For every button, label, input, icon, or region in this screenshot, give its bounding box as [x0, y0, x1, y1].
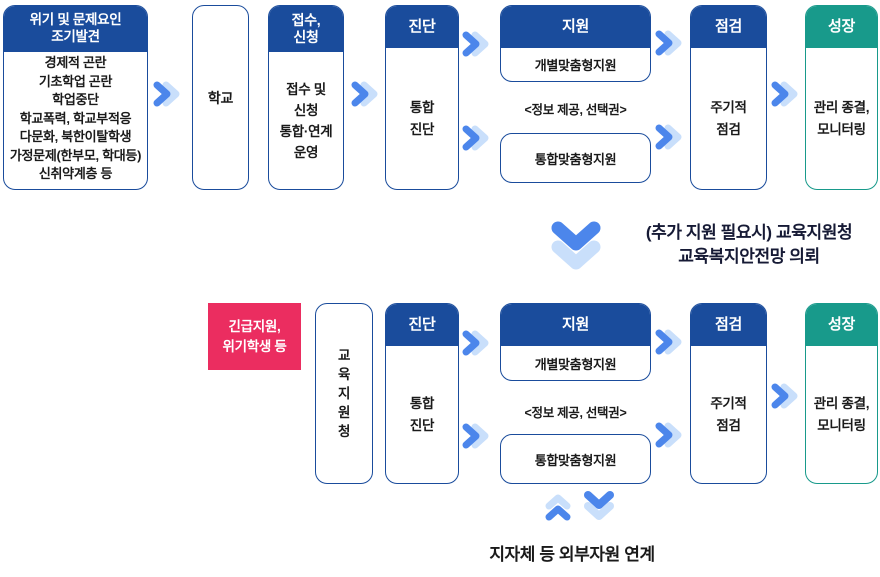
chevron-right-icon — [462, 330, 489, 356]
chevron-right-icon — [771, 383, 798, 409]
education-office-label-text: 교육지원청 — [337, 348, 351, 439]
emergency-label-box: 긴급지원, 위기학생 등 — [208, 303, 301, 370]
stage-early-detection-items: 경제적 곤란 기초학업 곤란 학업중단 학교폭력, 학교부적응 다문화, 북한이… — [9, 55, 142, 182]
chevron-right-icon — [462, 125, 489, 151]
external-resources-note: 지자체 등 외부자원 연계 (시청,행정복지센터, 복지관, 가족센터, 정신건… — [262, 519, 880, 577]
stage-reception-body: 접수 및 신청 통합·연계 운영 — [279, 81, 333, 160]
stage-support-bottom-header: 지원 — [501, 304, 650, 346]
chevron-right-icon — [655, 422, 682, 448]
stage-diagnosis-top-header: 진단 — [386, 6, 458, 48]
stage-check-top: 점검 주기적 점검 — [690, 5, 767, 190]
stage-check-top-body: 주기적 점검 — [710, 99, 747, 137]
stage-school: 학교 — [192, 5, 249, 190]
support-integrated-top: 통합맞춤형지원 — [534, 151, 617, 167]
education-office-label: 교육지원청 — [316, 304, 372, 483]
stage-early-detection-header: 위기 및 문제요인 조기발견 — [4, 6, 147, 52]
stage-growth-bottom: 성장 관리 종결, 모니터링 — [805, 303, 878, 484]
chevron-right-icon — [655, 329, 682, 355]
stage-education-office: 교육지원청 — [315, 303, 373, 484]
support-individual-top: 개별맞춤형지원 — [534, 58, 617, 73]
chevron-right-icon — [462, 31, 489, 57]
referral-note: (추가 지원 필요시) 교육지원청 교육복지안전망 의뢰 — [645, 223, 853, 266]
stage-diagnosis-bottom-body: 통합 진단 — [409, 395, 435, 433]
support-individual-bottom: 개별맞춤형지원 — [534, 356, 617, 372]
stage-growth-top: 성장 관리 종결, 모니터링 — [805, 5, 878, 190]
external-resources-line1: 지자체 등 외부자원 연계 — [489, 545, 655, 564]
stage-growth-bottom-body: 관리 종결, 모니터링 — [813, 395, 870, 433]
stage-diagnosis-top: 진단 통합 진단 — [385, 5, 459, 190]
support-integrated-box-top: 통합맞춤형지원 — [500, 133, 651, 183]
chevron-down-icon — [584, 491, 614, 520]
stage-support-bottom: 지원 개별맞춤형지원 — [500, 303, 651, 381]
stage-check-bottom-header: 점검 — [691, 304, 766, 346]
school-label: 학교 — [207, 89, 234, 106]
chevron-right-icon — [655, 30, 682, 56]
support-note-bottom: <정보 제공, 선택권> — [524, 406, 627, 420]
stage-early-detection: 위기 및 문제요인 조기발견 경제적 곤란 기초학업 곤란 학업중단 학교폭력,… — [3, 5, 148, 190]
stage-diagnosis-bottom: 진단 통합 진단 — [385, 303, 459, 484]
support-note-top: <정보 제공, 선택권> — [524, 103, 627, 117]
stage-reception-header: 접수, 신청 — [269, 6, 343, 52]
stage-check-bottom-body: 주기적 점검 — [710, 395, 747, 433]
chevron-down-icon — [551, 221, 601, 270]
support-integrated-box-bottom: 통합맞춤형지원 — [500, 434, 651, 484]
chevron-right-icon — [655, 124, 682, 150]
stage-diagnosis-top-body: 통합 진단 — [409, 99, 435, 137]
stage-support-top-header: 지원 — [501, 6, 650, 48]
support-integrated-bottom: 통합맞춤형지원 — [534, 452, 617, 468]
stage-reception: 접수, 신청 접수 및 신청 통합·연계 운영 — [268, 5, 344, 190]
chevron-right-icon — [351, 81, 378, 107]
stage-growth-top-body: 관리 종결, 모니터링 — [813, 99, 870, 137]
stage-growth-top-header: 성장 — [806, 6, 877, 48]
chevron-right-icon — [153, 81, 180, 107]
stage-support-top: 지원 개별맞춤형지원 — [500, 5, 651, 82]
chevron-right-icon — [771, 81, 798, 107]
stage-check-bottom: 점검 주기적 점검 — [690, 303, 767, 484]
chevron-right-icon — [462, 423, 489, 449]
stage-check-top-header: 점검 — [691, 6, 766, 48]
chevron-up-icon — [545, 494, 571, 521]
stage-growth-bottom-header: 성장 — [806, 304, 877, 346]
stage-diagnosis-bottom-header: 진단 — [386, 304, 458, 346]
